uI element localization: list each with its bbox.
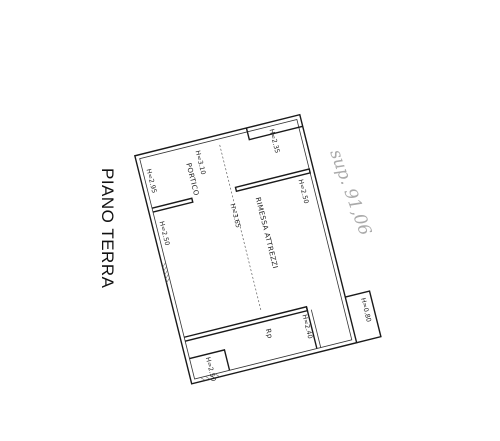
portico-wall-right xyxy=(234,168,312,193)
left-window-hatch xyxy=(162,262,170,284)
height-right-lower: H=0.80 xyxy=(359,297,373,323)
right-annex-wall xyxy=(345,290,382,344)
bottom-hatch xyxy=(200,373,220,381)
height-right-upper: H=2.50 xyxy=(297,178,311,204)
top-corner-wall xyxy=(245,125,303,141)
height-bottom-mid: H=2.40 xyxy=(300,314,314,340)
handwritten-area-note: sup. 91,06 xyxy=(325,147,375,239)
central-axis-line xyxy=(219,144,262,312)
room-label-rimessa: RIMESSA ATTREZZI xyxy=(254,196,280,269)
height-center: H=3.65 xyxy=(228,203,242,229)
outer-wall-inner-line xyxy=(139,119,353,380)
height-portico: H=3.10 xyxy=(194,150,208,176)
room-label-rp: Rp xyxy=(264,328,274,340)
rimessa-lower-wall xyxy=(184,305,309,342)
small-room-wall-inner xyxy=(310,309,322,348)
small-room-wall xyxy=(305,306,318,349)
bottom-left-niche xyxy=(189,349,231,371)
height-left-top: H=2.95 xyxy=(145,168,159,194)
outer-wall xyxy=(133,113,358,385)
portico-wall-left xyxy=(151,197,194,213)
plan-title: PIANO TERRA xyxy=(98,168,117,289)
height-left-mid: H=2.50 xyxy=(158,220,172,246)
height-bottom-left: H=2.50 xyxy=(204,356,218,382)
